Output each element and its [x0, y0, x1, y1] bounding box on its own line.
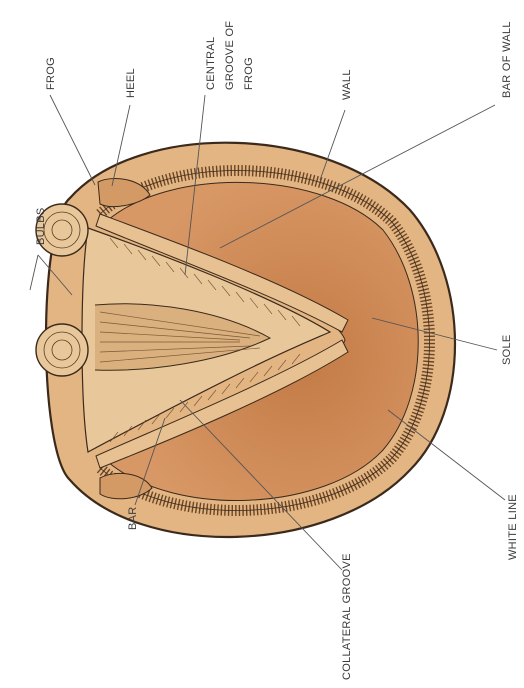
label-frog: FROG	[45, 57, 57, 90]
label-central-groove-1: CENTRAL	[205, 37, 217, 90]
label-wall: WALL	[341, 69, 353, 100]
label-collateral-groove: COLLATERAL GROOVE	[341, 553, 353, 680]
label-heel: HEEL	[125, 68, 137, 98]
label-bar-of-wall: BAR OF WALL	[501, 21, 513, 98]
label-bulbs: BULBS	[35, 207, 47, 245]
label-sole: SOLE	[501, 334, 513, 365]
label-central-groove-3: FROG	[243, 57, 255, 90]
label-white-line: WHITE LINE	[507, 494, 519, 560]
label-bar: BAR	[127, 506, 139, 530]
label-central-groove-2: GROOVE OF	[224, 21, 236, 90]
